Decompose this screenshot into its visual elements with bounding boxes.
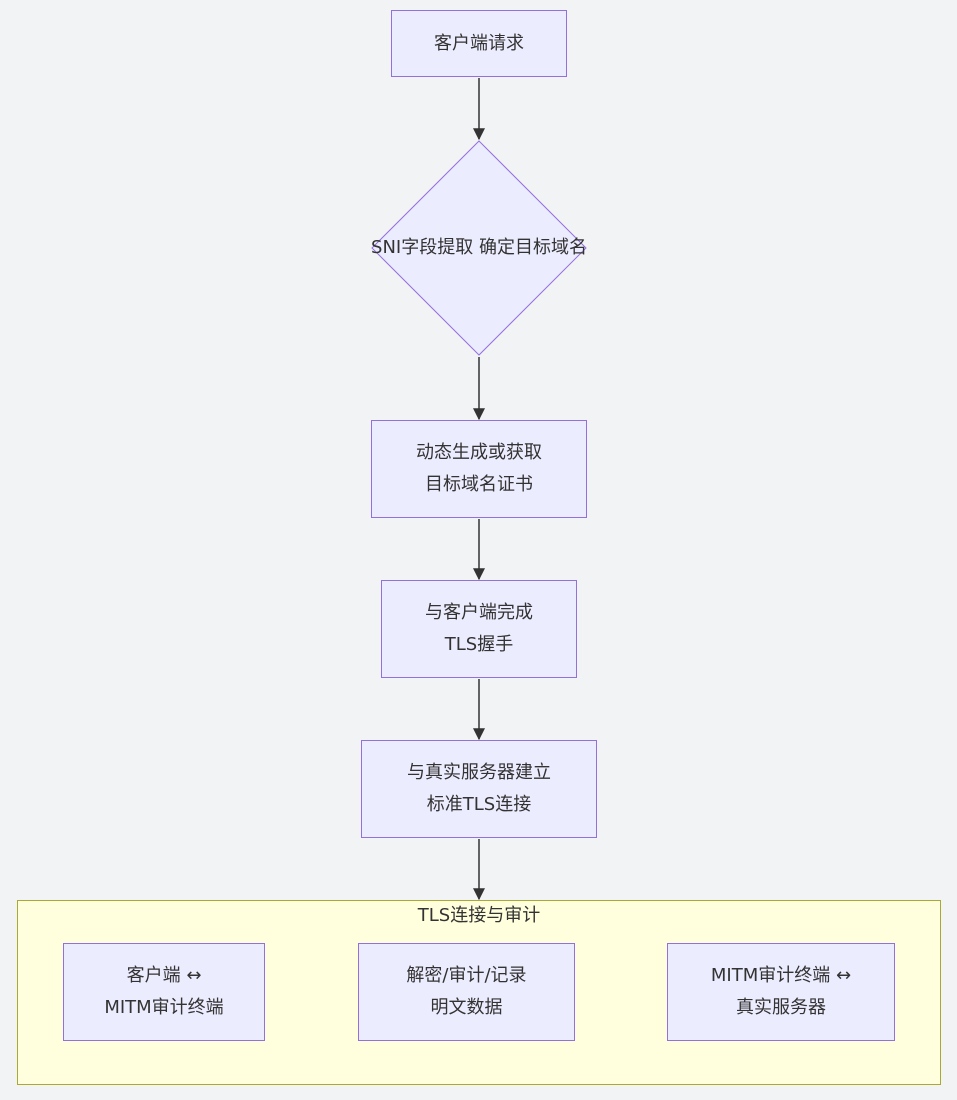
- node-label: 与真实服务器建立: [407, 762, 551, 783]
- server-connect-node[interactable]: 与真实服务器建立 标准TLS连接: [361, 740, 597, 838]
- node-label: 客户端 ↔: [126, 965, 202, 986]
- sni-decision-diamond[interactable]: [371, 140, 587, 356]
- node-label: 解密/审计/记录: [406, 965, 527, 986]
- node-label: 客户端请求: [434, 32, 524, 54]
- client-mitm-node[interactable]: 客户端 ↔ MITM审计终端: [63, 943, 265, 1041]
- node-label: 目标域名证书: [425, 474, 533, 495]
- cluster-title: TLS连接与审计: [417, 905, 541, 926]
- client-handshake-node[interactable]: 与客户端完成 TLS握手: [381, 580, 577, 678]
- node-label: 动态生成或获取: [416, 442, 542, 463]
- node-label: MITM审计终端 ↔: [710, 965, 852, 986]
- node-label: 与客户端完成: [425, 602, 533, 623]
- cert-generate-node[interactable]: 动态生成或获取 目标域名证书: [371, 420, 587, 518]
- node-label: MITM审计终端: [104, 997, 224, 1018]
- node-label: TLS握手: [444, 634, 514, 655]
- node-label: 标准TLS连接: [426, 794, 532, 815]
- client-request-node[interactable]: 客户端请求: [391, 10, 567, 77]
- mitm-server-node[interactable]: MITM审计终端 ↔ 真实服务器: [667, 943, 895, 1041]
- node-label: 真实服务器: [735, 997, 826, 1018]
- node-label: 明文数据: [430, 997, 503, 1018]
- decrypt-audit-node[interactable]: 解密/审计/记录 明文数据: [358, 943, 575, 1041]
